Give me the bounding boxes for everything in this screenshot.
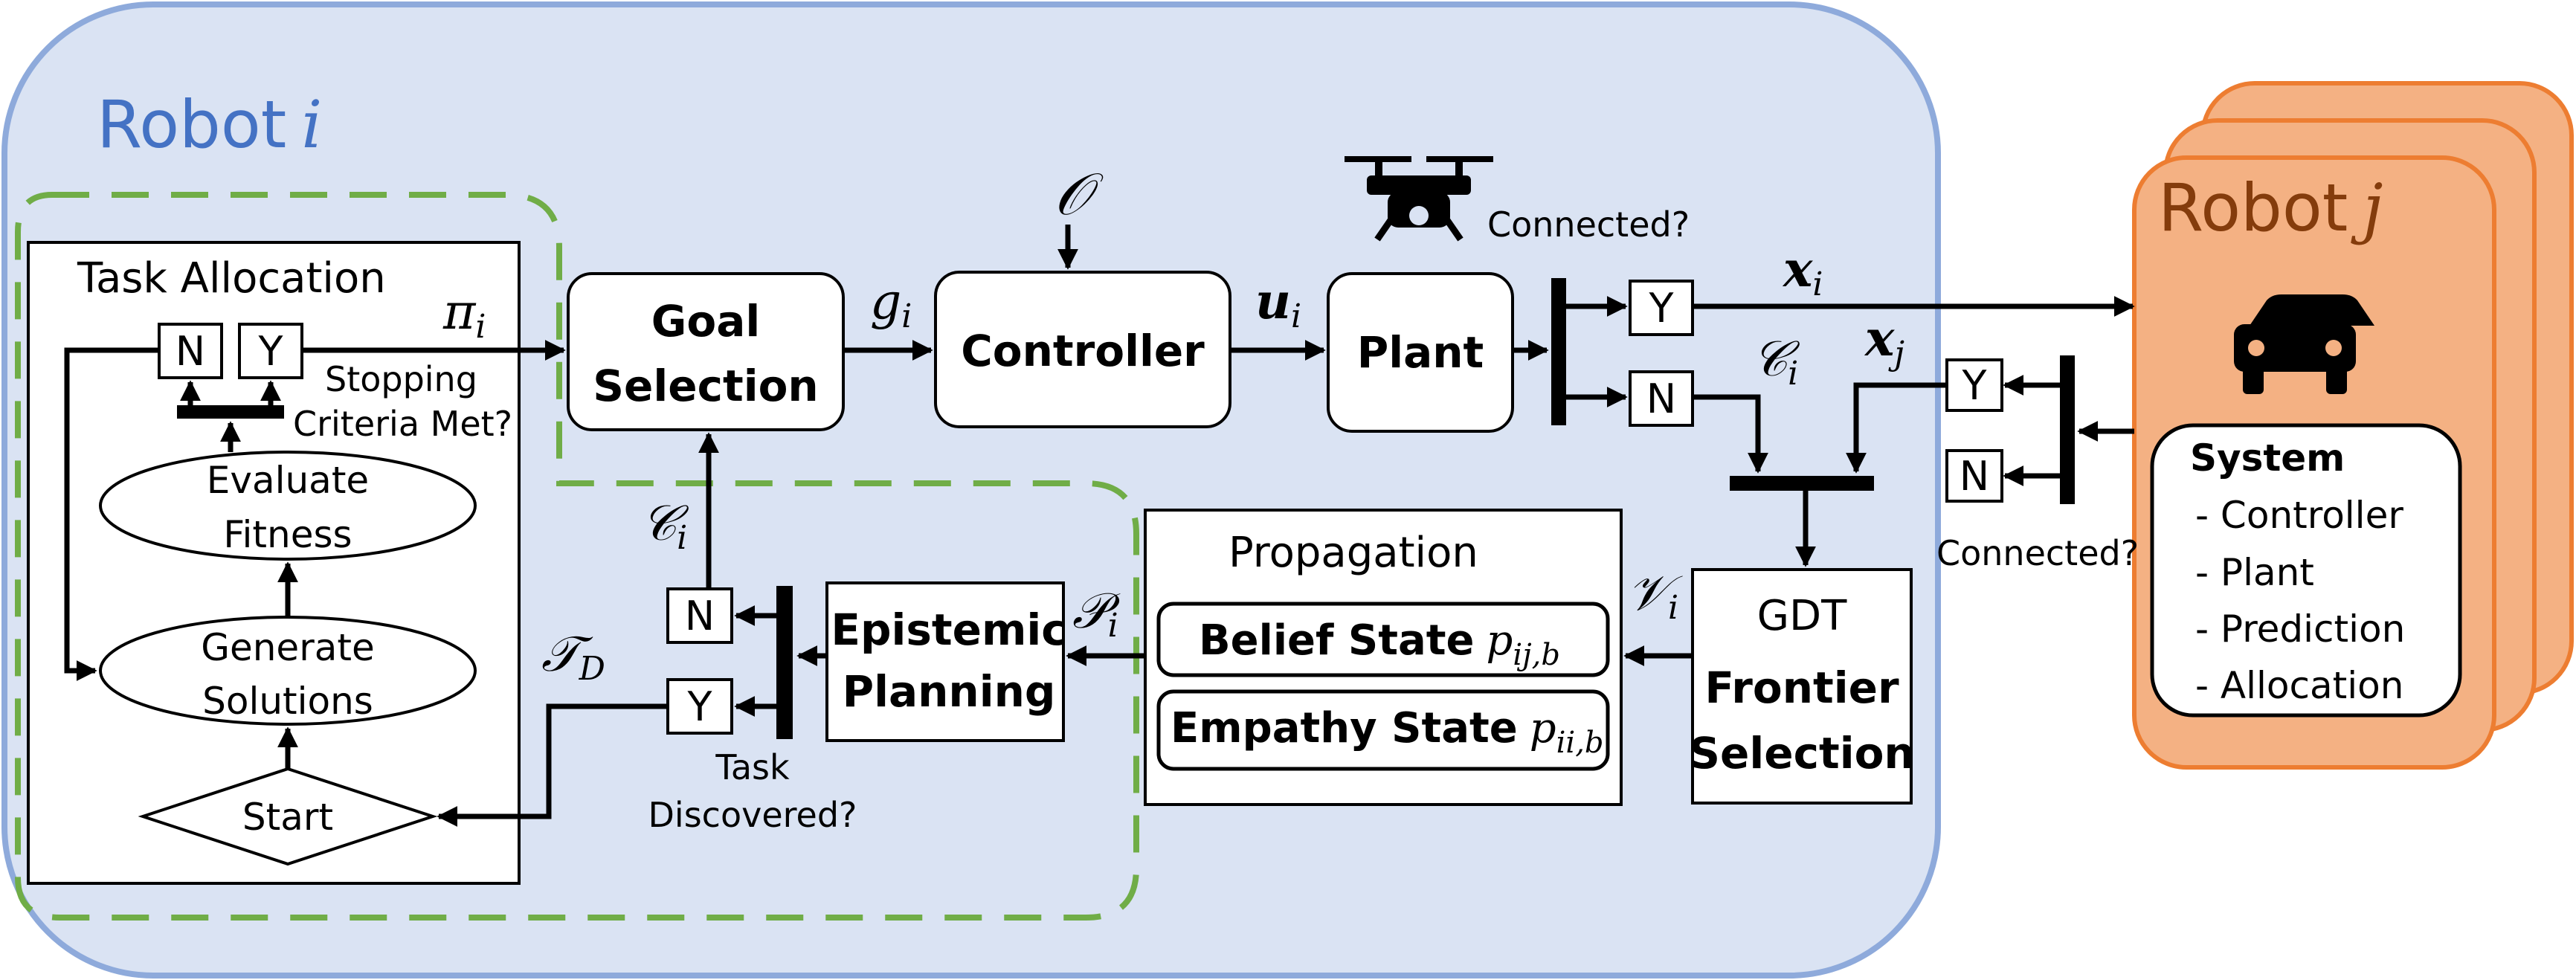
robot-j-switch-bar <box>2060 355 2075 504</box>
evaluate-fitness-line1: Evaluate <box>207 459 369 502</box>
epistemic-switch-bar <box>776 586 793 739</box>
start-label: Start <box>242 796 333 839</box>
arrow-no-loop-to-generate <box>64 347 159 681</box>
controller-label: Controller <box>961 326 1205 376</box>
goal-selection-line2: Selection <box>593 361 818 411</box>
plant-no-box <box>1629 370 1694 427</box>
drone-icon <box>1345 156 1493 242</box>
stopping-switch-bar <box>177 405 284 419</box>
arrow-no-to-merge <box>1693 394 1768 474</box>
generate-solutions-line2: Solutions <box>202 680 373 723</box>
label-u-i: ui <box>1255 272 1301 335</box>
epistemic-planning-line1: Epistemic <box>831 605 1066 655</box>
connected-question-plant: Connected? <box>1487 204 1690 245</box>
stopping-no-label: N <box>176 328 205 375</box>
car-icon <box>2234 294 2374 394</box>
belief-state-box <box>1156 602 1610 677</box>
plant-no-label: N <box>1646 375 1676 422</box>
dashed-epistemic-region <box>15 192 1139 921</box>
robot-j-no-label: N <box>1960 453 1989 500</box>
task-discovered-line2: Discovered? <box>648 795 857 835</box>
arrow-x-j-to-merge <box>1846 382 1947 474</box>
system-item-controller: - Controller <box>2195 494 2403 537</box>
evaluate-fitness-ellipse <box>99 451 477 561</box>
evaluate-fitness-line2: Fitness <box>223 513 352 556</box>
epistemic-yes-label: Y <box>687 683 713 730</box>
stopping-yes-label: Y <box>258 328 284 375</box>
epistemic-no-label: N <box>685 593 715 639</box>
robot-j-no-box <box>1945 449 2003 503</box>
system-box <box>2150 423 2462 718</box>
task-allocation-title: Task Allocation <box>77 254 386 303</box>
epistemic-planning-line2: Planning <box>843 666 1056 717</box>
gdt-line2: Selection <box>1689 728 1914 778</box>
stopping-yes-box <box>238 323 303 379</box>
task-discovered-line1: Task <box>715 747 790 787</box>
label-x-i: xi <box>1782 240 1823 303</box>
system-item-plant: - Plant <box>2195 551 2314 594</box>
gdt-title: GDT <box>1757 592 1848 640</box>
plant-switch-bar <box>1551 278 1566 425</box>
label-x-j: xj <box>1864 309 1904 373</box>
epistemic-planning-box <box>825 581 1065 742</box>
generate-solutions-line1: Generate <box>201 626 375 669</box>
goal-selection-line1: Goal <box>651 296 760 346</box>
arrow-yes-to-start <box>437 703 668 827</box>
start-diamond <box>138 767 438 866</box>
merge-bar <box>1730 476 1874 491</box>
empathy-state-box <box>1156 689 1610 771</box>
system-item-prediction: - Prediction <box>2195 607 2405 651</box>
plant-label: Plant <box>1357 327 1484 378</box>
label-pi-i: πi <box>442 283 486 346</box>
system-item-allocation: - Allocation <box>2195 664 2403 707</box>
robot-j-yes-label: Y <box>1962 362 1988 409</box>
propagation-title: Propagation <box>1229 529 1478 577</box>
gdt-line1: Frontier <box>1704 663 1899 713</box>
epistemic-no-box <box>666 587 733 644</box>
stopping-criteria-line1: Stopping <box>325 359 477 399</box>
plant-yes-label: Y <box>1649 285 1675 332</box>
stopping-criteria-line2: Criteria Met? <box>293 404 512 444</box>
gdt-box <box>1691 568 1913 805</box>
plant-yes-box <box>1629 280 1694 336</box>
system-title: System <box>2190 436 2345 480</box>
label-g-i: gi <box>870 273 912 335</box>
connected-question-robot-j: Connected? <box>1936 533 2139 573</box>
